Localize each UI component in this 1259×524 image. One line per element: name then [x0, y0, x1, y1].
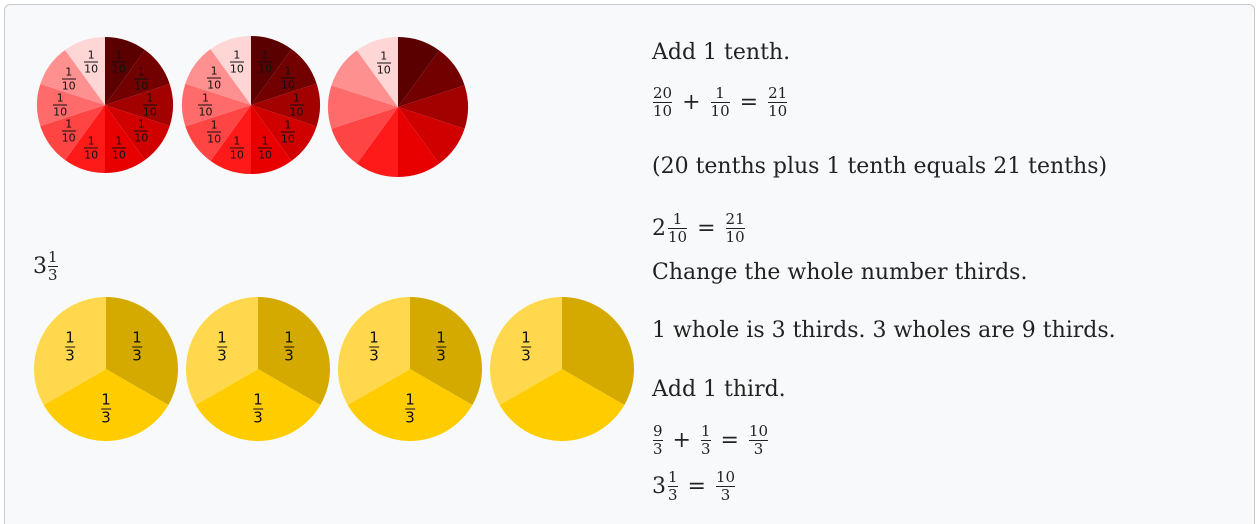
mixed-fraction: 1 3 [48, 250, 58, 283]
add-tenth-text: Add 1 tenth. [652, 40, 790, 65]
mixed-number-label: 3 1 3 [33, 250, 59, 283]
wholes-sentence: 1 whole is 3 thirds. 3 wholes are 9 thir… [652, 318, 1116, 343]
tenths-pie [326, 35, 470, 179]
change-thirds-text: Change the whole number thirds. [652, 260, 1027, 285]
tenths-sentence: (20 tenths plus 1 tenth equals 21 tenths… [652, 154, 1107, 179]
thirds-pie [488, 295, 636, 443]
mixed-whole: 3 [33, 254, 47, 279]
add-third-text: Add 1 third. [652, 377, 786, 402]
